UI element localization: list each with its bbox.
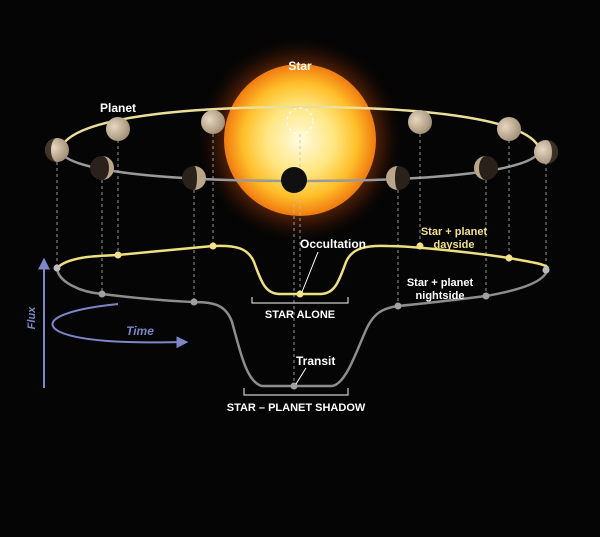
light-curve-points [53,242,550,390]
curve-junction-point [53,264,61,272]
star-label: Star [288,59,312,73]
dayside-point [505,254,513,262]
orbit-planets [45,110,558,193]
planet-phase-4 [408,110,432,134]
nightside-point [482,292,490,300]
transit-label: Transit [296,354,335,368]
planet-phase-10-lit [474,156,486,180]
nightside-label-line1: Star + planet [407,277,474,289]
nightside-point [190,298,198,306]
planet-label: Planet [100,101,136,115]
dayside-label-line1: Star + planet [421,226,488,238]
planet-phase-2 [106,117,130,141]
occultation-leader [301,251,319,293]
occultation-point [296,290,304,298]
time-axis-label: Time [126,324,154,338]
transit-point [290,382,298,390]
nightside-label-line2: nightside [416,290,465,302]
planet-phase-3 [201,110,225,134]
planet-phase-10 [474,156,498,180]
planet-phase-1-shadow [45,138,57,162]
phase-guide-lines [56,134,547,386]
planet-phase-5 [497,117,521,141]
planet-phase-8-lit [194,166,206,190]
nightside-point [98,290,106,298]
planet-phase-6-shadow [546,140,558,164]
occultation-label: Occultation [300,237,366,251]
time-axis [51,303,189,349]
transit-leader [295,367,307,385]
dayside-point [114,251,122,259]
shadow-label: STAR – PLANET SHADOW [227,402,366,414]
planet-phase-7-lit [102,156,114,180]
planet-phase-9-lit [386,166,398,190]
star-alone-label: STAR ALONE [265,309,335,321]
planet-phase-7 [90,156,114,180]
dayside-point [416,242,424,250]
curve-junction-point [542,266,550,274]
transiting-planet [281,167,307,193]
flux-axis-label: Flux [26,306,38,329]
shadow-bracket [243,388,349,396]
dayside-point [209,242,217,250]
nightside-point [394,302,402,310]
dayside-light-curve [56,244,550,296]
dayside-label-line2: dayside [434,239,475,251]
nightside-light-curve [55,267,550,388]
star-alone-bracket [251,297,349,304]
